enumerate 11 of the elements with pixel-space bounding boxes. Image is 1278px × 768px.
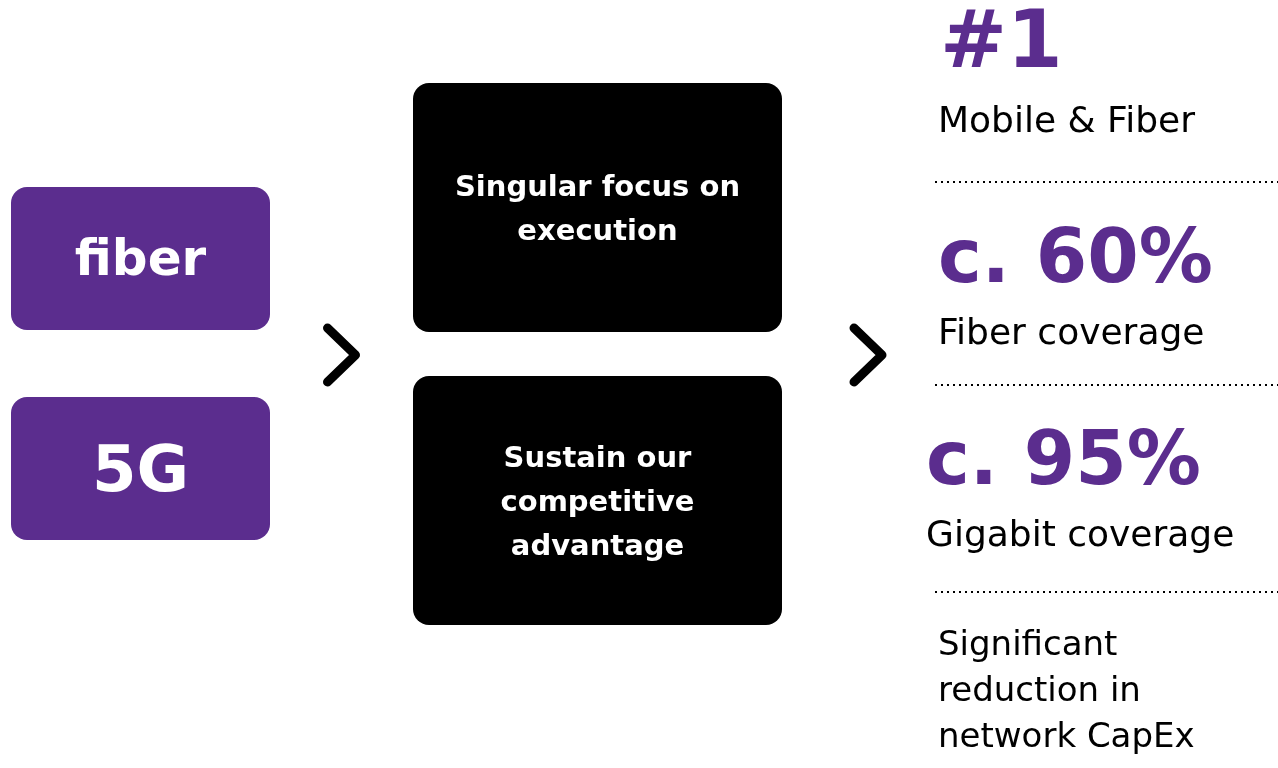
stat-value: c. 60%: [938, 212, 1213, 301]
stat-caption: Mobile & Fiber: [938, 98, 1195, 142]
rounded-box: Singular focus on execution: [413, 83, 782, 332]
rounded-box: 5G: [11, 397, 270, 540]
stat-caption: Gigabit coverage: [926, 512, 1235, 556]
stat-caption: Fiber coverage: [938, 310, 1205, 354]
stat-caption: Significant reduction in network CapEx: [938, 622, 1196, 757]
stat-value: #1: [940, 0, 1063, 88]
rounded-box: fiber: [11, 187, 270, 330]
stat-value: c. 95%: [926, 414, 1201, 503]
rounded-box: Sustain our competitive advantage: [413, 376, 782, 625]
